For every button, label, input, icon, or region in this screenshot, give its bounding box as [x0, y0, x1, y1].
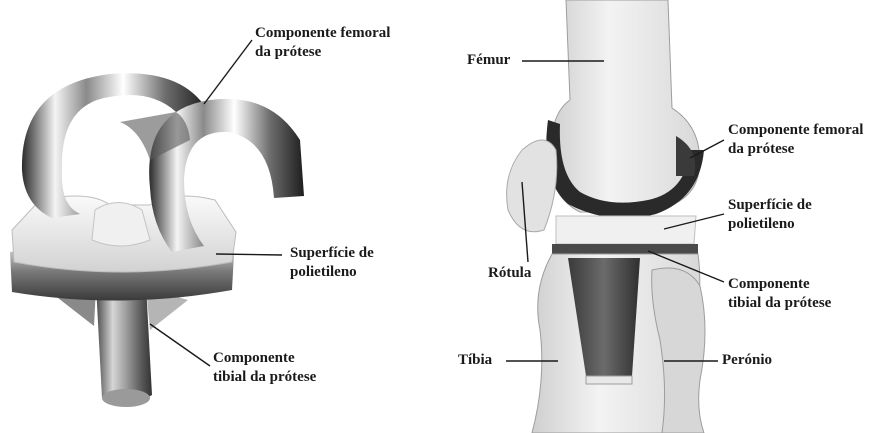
label-text: Componente femoral [728, 121, 863, 140]
label-text: polietileno [290, 263, 374, 282]
label-left-femoral-component: Componente femoral da prótese [255, 24, 390, 62]
label-text: tibial da prótese [213, 368, 316, 387]
label-left-tibial-component: Componente tibial da prótese [213, 349, 316, 387]
label-tibia: Tíbia [458, 351, 492, 370]
femur-bone [550, 0, 700, 212]
leader-left-poly [216, 254, 282, 255]
label-text: Superfície de [728, 196, 812, 215]
label-text: Componente [728, 275, 831, 294]
right-knee-anatomy [507, 0, 705, 433]
label-text: Componente [213, 349, 316, 368]
label-text: tibial da prótese [728, 294, 831, 313]
label-text: da prótese [255, 43, 390, 62]
label-femur: Fémur [467, 51, 510, 70]
label-rotula: Rótula [488, 264, 531, 283]
tibial-stem [96, 285, 152, 404]
central-post [92, 203, 150, 247]
tibial-tray [552, 244, 698, 254]
label-text: da prótese [728, 140, 863, 159]
patella [507, 140, 557, 232]
label-text: polietileno [728, 215, 812, 234]
label-right-tibial-component: Componente tibial da prótese [728, 275, 831, 313]
leader-left-femoral [204, 40, 252, 104]
stem-cap [586, 376, 632, 384]
stem-tip [102, 389, 150, 407]
label-text: Componente femoral [255, 24, 390, 43]
label-text: Superfície de [290, 244, 374, 263]
leader-left-tibial [150, 324, 210, 366]
label-left-polyethylene-surface: Superfície de polietileno [290, 244, 374, 282]
label-right-polyethylene-surface: Superfície de polietileno [728, 196, 812, 234]
polyethylene-surface [556, 216, 696, 244]
label-peronio: Perónio [722, 351, 772, 370]
label-right-femoral-component: Componente femoral da prótese [728, 121, 863, 159]
